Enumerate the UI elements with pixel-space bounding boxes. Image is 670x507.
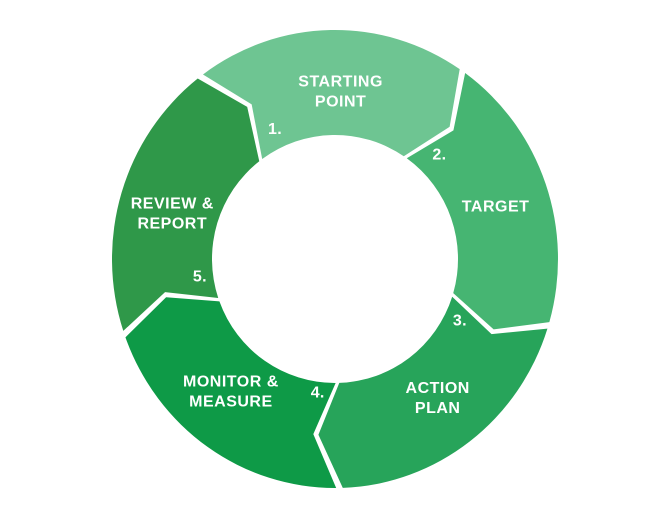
segment-number: 3. bbox=[453, 312, 467, 329]
segment-number: 4. bbox=[311, 385, 325, 402]
segment-label: TARGET bbox=[462, 198, 530, 215]
segment-label: REVIEW &REPORT bbox=[131, 196, 214, 233]
segment-review-report bbox=[112, 78, 260, 331]
segment-label: MONITOR &MEASURE bbox=[183, 373, 279, 410]
segment-target bbox=[406, 73, 558, 330]
segment-action-plan bbox=[318, 296, 548, 488]
segment-number: 2. bbox=[432, 147, 446, 164]
segment-starting-point bbox=[202, 29, 460, 160]
segment-number: 1. bbox=[268, 121, 282, 138]
segment-number: 5. bbox=[193, 268, 207, 285]
segment-monitor-measure bbox=[125, 297, 337, 489]
